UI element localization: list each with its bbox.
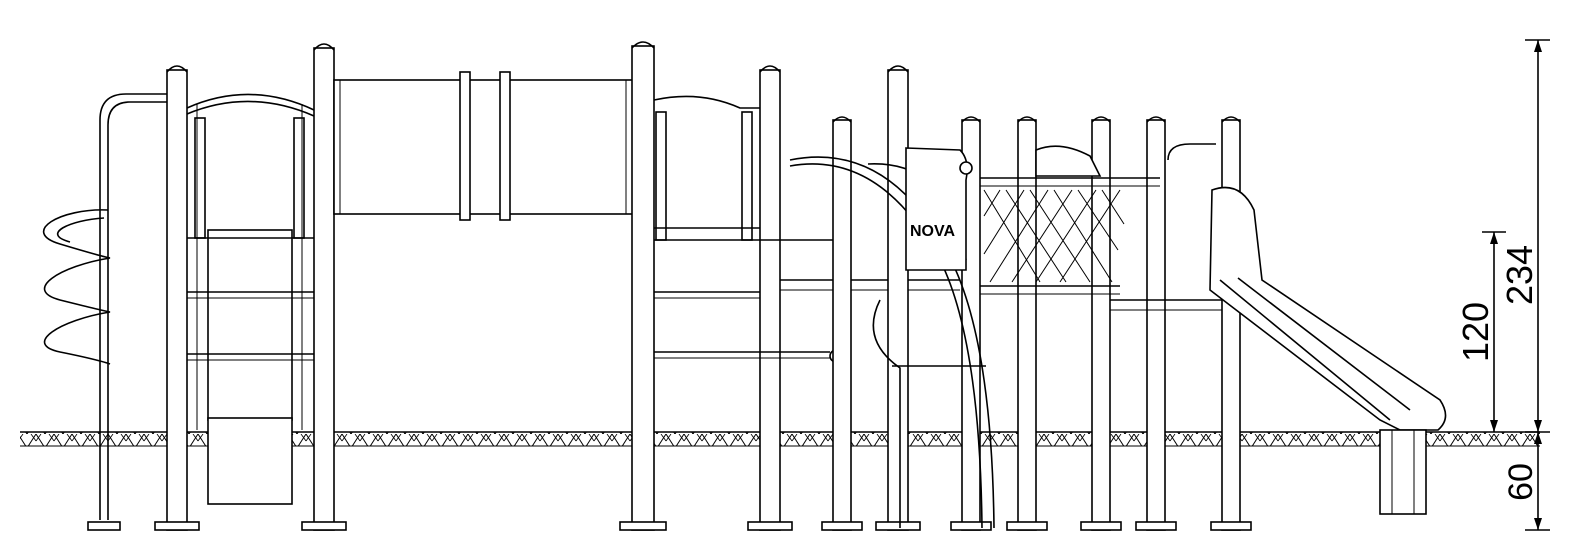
dimension-labels: 234 120 60 [1455,245,1540,501]
dimension-foundation-depth: 60 [1502,463,1540,501]
dimension-platform-height: 120 [1455,302,1496,362]
spiral-climber [43,93,170,531]
net-bridge [980,145,1160,295]
slide [1110,143,1447,515]
right-posts [821,65,1252,531]
post [166,69,188,531]
brand-panel: NOVA [905,147,973,271]
brand-label: NOVA [910,223,955,240]
middle-tower [619,41,960,531]
tunnel [333,71,635,221]
post [313,47,335,531]
dimension-lines [1482,39,1550,531]
dimension-total-height: 234 [1499,245,1540,305]
left-tower [154,43,347,531]
